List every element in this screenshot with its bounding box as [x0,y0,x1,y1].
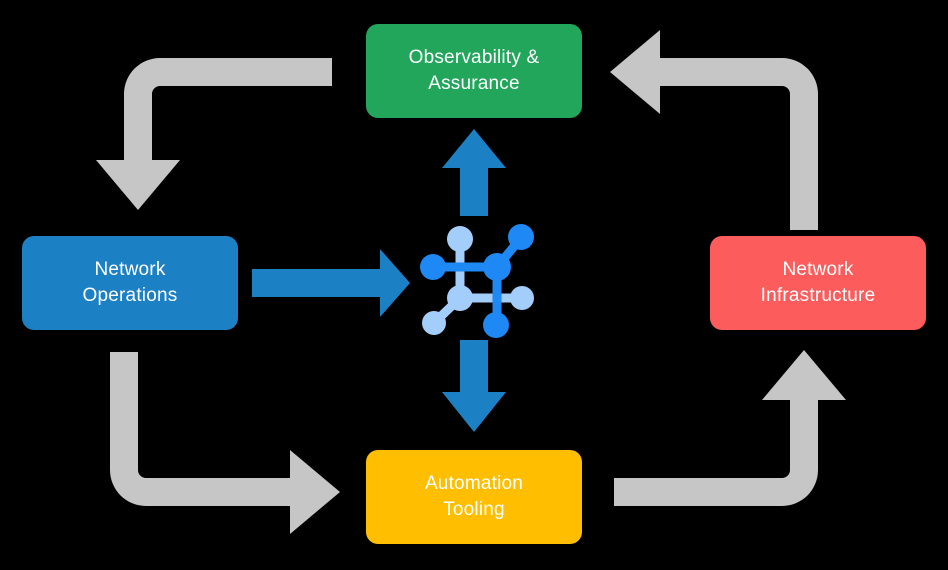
network-topology-icon [420,224,534,338]
connector-automation-to-infrastructure [614,350,846,506]
topology-node-top-light [447,226,473,252]
topology-node-mid-left-light [447,285,473,311]
connector-center-to-automation [442,340,506,432]
connector-operations-to-automation [110,352,340,534]
node-observability-assurance[interactable]: Observability & Assurance [366,24,582,118]
connector-operations-to-center-path [252,249,410,317]
connector-operations-to-center [252,249,410,317]
network-topology-icon-nodes-primary [420,224,534,338]
node-observability-assurance-label: Observability & Assurance [408,47,540,94]
node-automation-tooling-label: Automation Tooling [424,473,524,520]
connector-center-to-observability [442,129,506,216]
connector-operations-to-automation-path [110,352,340,534]
topology-node-bottom [483,312,509,338]
network-topology-icon-edges-secondary [430,236,526,327]
connector-observability-to-operations [96,58,332,210]
node-automation-tooling[interactable]: Automation Tooling [366,450,582,544]
node-network-infrastructure-label: Network Infrastructure [760,259,876,306]
node-network-operations-label: Network Operations [82,259,178,306]
connector-center-to-observability-path [442,129,506,216]
connector-infrastructure-to-observability [610,30,818,230]
network-topology-icon-nodes-secondary [422,226,534,335]
connector-infrastructure-to-observability-path [610,30,818,230]
connector-center-to-automation-path [442,340,506,432]
topology-node-right-light [510,286,534,310]
connector-observability-to-operations-path [96,58,332,210]
topology-node-top-right [508,224,534,250]
topology-node-bottom-left-light [422,311,446,335]
topology-node-hub [483,253,511,281]
connector-automation-to-infrastructure-path [614,350,846,506]
node-network-operations[interactable]: Network Operations [22,236,238,330]
node-network-infrastructure[interactable]: Network Infrastructure [710,236,926,330]
network-topology-icon-edges-primary [429,233,526,330]
topology-node-left [420,254,446,280]
